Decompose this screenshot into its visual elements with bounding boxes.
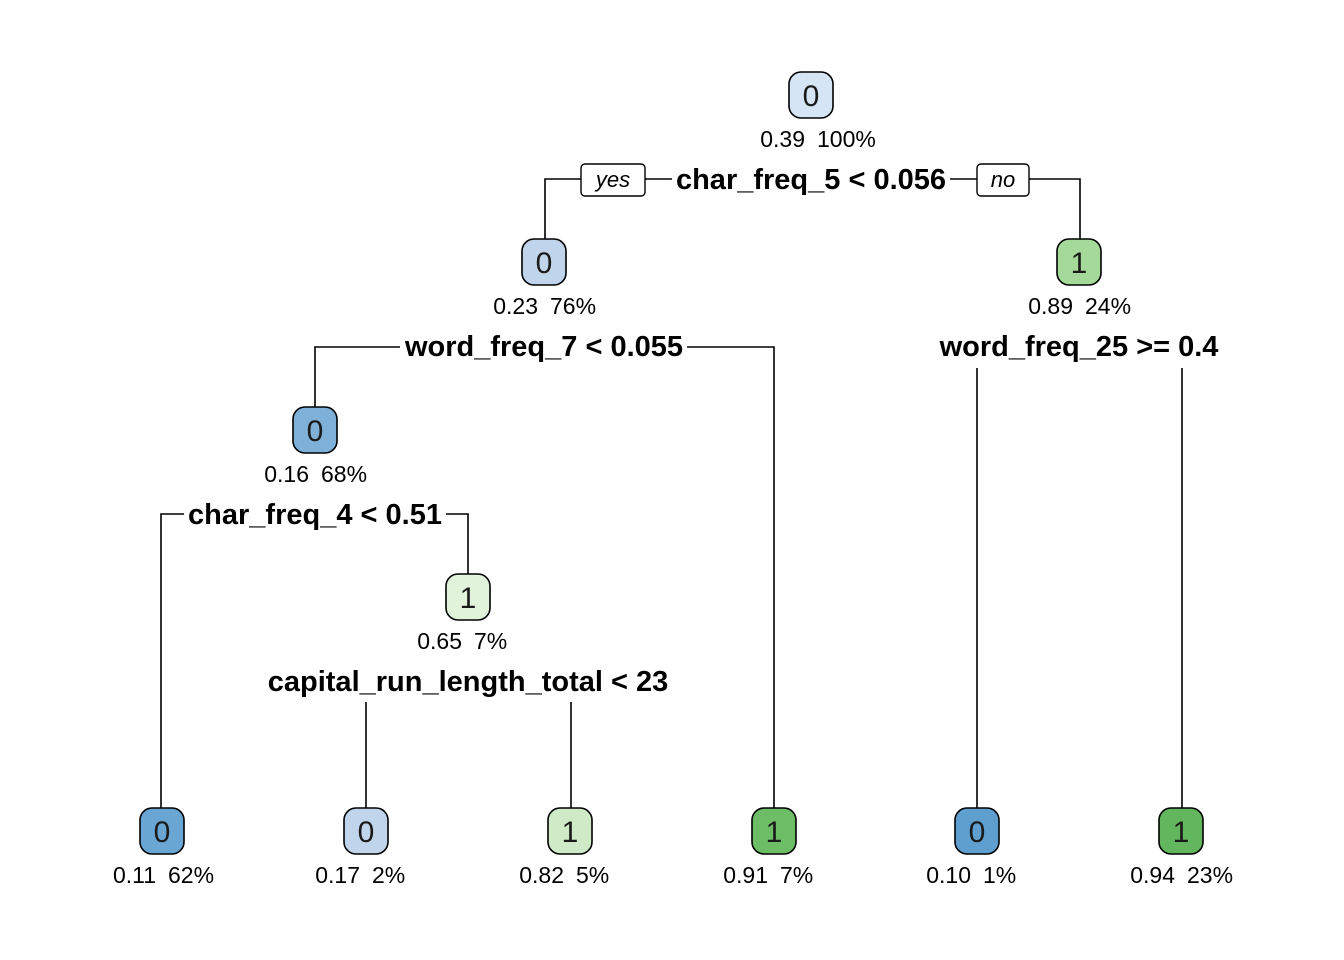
node-box xyxy=(751,807,797,855)
node-class-label: 0 xyxy=(154,816,171,849)
node-class-label: 1 xyxy=(766,816,783,849)
node-class-label: 0 xyxy=(358,816,375,849)
split-label: capital_run_length_total < 23 xyxy=(268,666,668,698)
node-probability: 0.91 xyxy=(723,862,768,888)
tree-node: 1 0.94 23% xyxy=(1130,807,1233,888)
split-label: char_freq_5 < 0.056 xyxy=(676,164,946,196)
split-label-background xyxy=(263,666,673,698)
no-branch-label: no xyxy=(991,167,1015,192)
no-branch-box xyxy=(976,163,1030,197)
node-class-label: 1 xyxy=(562,816,579,849)
split-labels: char_freq_5 < 0.056 word_freq_7 < 0.055 wo… xyxy=(184,164,1223,698)
node-probability: 0.39 xyxy=(760,126,805,152)
tree-node: 0 0.23 76% xyxy=(493,238,596,319)
split-label-background xyxy=(184,499,446,531)
node-percentage: 1% xyxy=(983,862,1016,888)
node-class-label: 0 xyxy=(969,816,986,849)
node-probability: 0.17 xyxy=(315,862,360,888)
split-label-background xyxy=(934,331,1223,363)
tree-node: 0 0.10 1% xyxy=(926,807,1016,888)
node-probability: 0.65 xyxy=(417,628,462,654)
node-box xyxy=(521,238,567,286)
node-percentage: 62% xyxy=(168,862,214,888)
tree-nodes: 0 0.39 100% 0 0.23 76% 1 0.89 24% 0 0.16 68% 1 0.65 7%… xyxy=(113,71,1233,888)
yes-branch-label: yes xyxy=(594,167,630,192)
tree-node: 1 0.91 7% xyxy=(723,807,813,888)
node-percentage: 24% xyxy=(1085,293,1131,319)
node-class-label: 0 xyxy=(803,80,820,113)
tree-edges xyxy=(160,178,1183,808)
node-probability: 0.16 xyxy=(264,461,309,487)
node-box xyxy=(343,807,389,855)
node-class-label: 1 xyxy=(460,582,477,615)
tree-node: 0 0.39 100% xyxy=(760,71,876,152)
node-percentage: 100% xyxy=(817,126,876,152)
tree-edge xyxy=(544,346,775,808)
node-probability: 0.89 xyxy=(1028,293,1073,319)
tree-node: 1 0.89 24% xyxy=(1028,238,1131,319)
node-box xyxy=(292,406,338,454)
node-percentage: 68% xyxy=(321,461,367,487)
tree-edge xyxy=(160,513,315,808)
node-box xyxy=(139,807,185,855)
node-box xyxy=(547,807,593,855)
node-class-label: 0 xyxy=(307,415,324,448)
node-percentage: 7% xyxy=(780,862,813,888)
split-label-background xyxy=(671,164,951,196)
node-probability: 0.10 xyxy=(926,862,971,888)
node-percentage: 7% xyxy=(474,628,507,654)
node-probability: 0.23 xyxy=(493,293,538,319)
node-percentage: 23% xyxy=(1187,862,1233,888)
node-box xyxy=(445,573,491,621)
node-box xyxy=(954,807,1000,855)
node-class-label: 1 xyxy=(1173,816,1190,849)
node-box xyxy=(1158,807,1204,855)
node-class-label: 1 xyxy=(1071,247,1088,280)
node-box xyxy=(788,71,834,119)
node-probability: 0.82 xyxy=(519,862,564,888)
node-percentage: 5% xyxy=(576,862,609,888)
node-box xyxy=(1056,238,1102,286)
split-label-background xyxy=(399,331,688,363)
split-label: word_freq_7 < 0.055 xyxy=(404,331,683,363)
split-label: word_freq_25 >= 0.4 xyxy=(939,331,1219,363)
tree-node: 1 0.82 5% xyxy=(519,807,609,888)
node-probability: 0.11 xyxy=(113,862,156,888)
node-percentage: 2% xyxy=(372,862,405,888)
node-percentage: 76% xyxy=(550,293,596,319)
tree-node: 1 0.65 7% xyxy=(417,573,507,654)
yes-branch-box xyxy=(580,163,646,197)
tree-node: 0 0.17 2% xyxy=(315,807,405,888)
node-class-label: 0 xyxy=(536,247,553,280)
tree-node: 0 0.16 68% xyxy=(264,406,367,487)
tree-node: 0 0.11 62% xyxy=(113,807,214,888)
node-probability: 0.94 xyxy=(1130,862,1175,888)
branch-labels: yes no xyxy=(580,163,1030,197)
split-label: char_freq_4 < 0.51 xyxy=(188,499,442,531)
